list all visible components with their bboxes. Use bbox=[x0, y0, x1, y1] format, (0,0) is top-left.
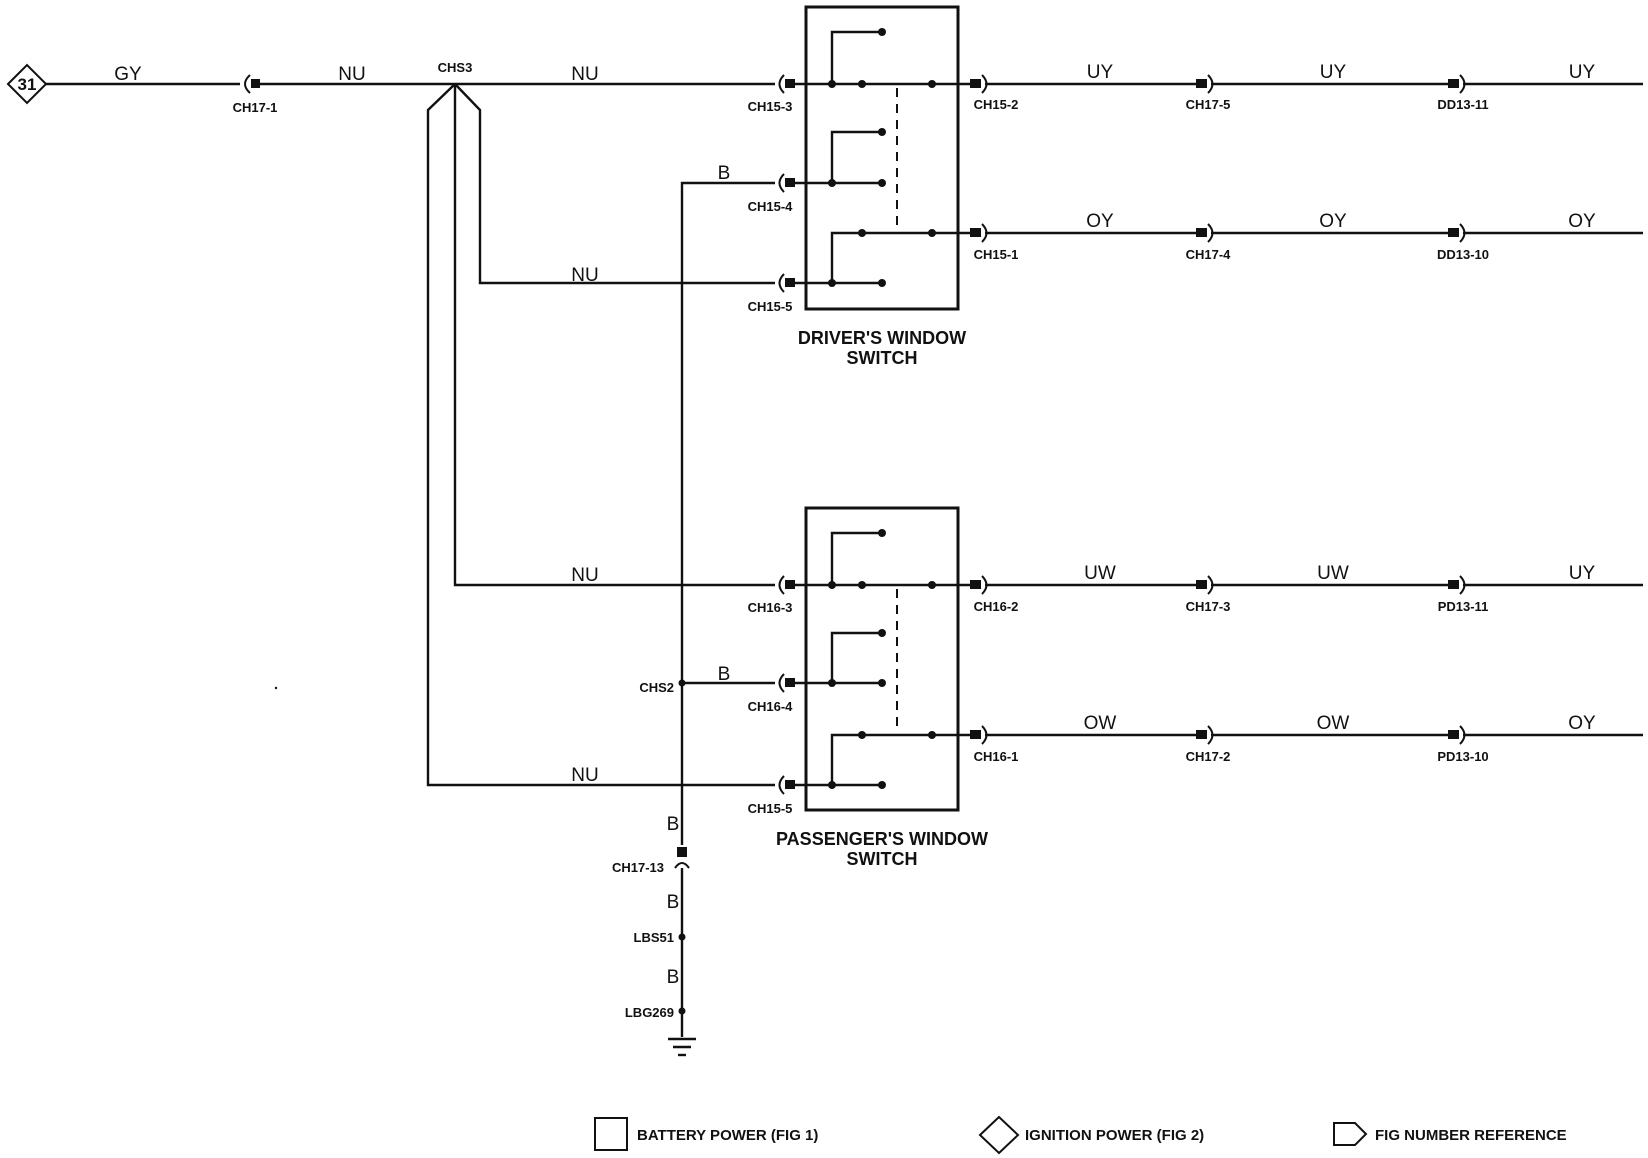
connector-label: CH16-1 bbox=[974, 749, 1019, 764]
connector-label: CH15-2 bbox=[974, 97, 1019, 112]
connector-label: CH17-1 bbox=[233, 100, 278, 115]
driver-output-wires bbox=[970, 74, 1643, 243]
connector-label: CH16-3 bbox=[748, 600, 793, 615]
connector-label: CH16-4 bbox=[748, 699, 794, 714]
connector-label: CH15-4 bbox=[748, 199, 794, 214]
wire-label-uy: UY bbox=[1569, 62, 1596, 83]
wire-label-uy: UY bbox=[1087, 62, 1114, 83]
passengers-window-switch bbox=[778, 506, 970, 812]
connector-label: CH15-1 bbox=[974, 247, 1019, 262]
legend-fig-ref: FIG NUMBER REFERENCE bbox=[1333, 1122, 1567, 1146]
legend-fig-ref-label: FIG NUMBER REFERENCE bbox=[1375, 1127, 1567, 1144]
wire-label-oy: OY bbox=[1568, 211, 1596, 232]
wire-label-oy: OY bbox=[1319, 211, 1347, 232]
connector-label: PD13-10 bbox=[1437, 749, 1488, 764]
connector-label: DD13-11 bbox=[1437, 97, 1488, 112]
main-trunk bbox=[46, 74, 775, 94]
connector-label: CH17-4 bbox=[1186, 247, 1232, 262]
legend: BATTERY POWER (FIG 1) IGNITION POWER (FI… bbox=[594, 1115, 1567, 1155]
splice-label: LBS51 bbox=[634, 930, 674, 945]
wire-label-oy: OY bbox=[1086, 211, 1114, 232]
wire-label-nu: NU bbox=[338, 64, 365, 85]
legend-battery: BATTERY POWER (FIG 1) bbox=[594, 1117, 818, 1151]
wire-label-b: B bbox=[667, 967, 680, 988]
switch-title-line1: PASSENGER'S WINDOW bbox=[776, 829, 988, 849]
ignition-fig-reference: 31 bbox=[6, 63, 48, 105]
switch-title-line2: SWITCH bbox=[847, 348, 918, 368]
wire-label-uy: UY bbox=[1320, 62, 1347, 83]
switch-title-line1: DRIVER'S WINDOW bbox=[798, 328, 966, 348]
connector-label: CH17-13 bbox=[612, 860, 664, 875]
passenger-output-wires bbox=[970, 575, 1643, 745]
fig-reference-arrow-icon bbox=[1333, 1122, 1368, 1146]
ground-wire bbox=[674, 181, 775, 1037]
legend-battery-label: BATTERY POWER (FIG 1) bbox=[637, 1127, 818, 1144]
splice-label-chs2: CHS2 bbox=[639, 680, 674, 695]
wire-label-nu: NU bbox=[571, 765, 598, 786]
splice-chs3-branches bbox=[426, 83, 775, 787]
wire-label-nu: NU bbox=[571, 64, 598, 85]
splice-label-chs3: CHS3 bbox=[438, 60, 473, 75]
wire-label-nu: NU bbox=[571, 565, 598, 586]
connector-label: CH17-3 bbox=[1186, 599, 1231, 614]
connector-label: CH16-2 bbox=[974, 599, 1019, 614]
battery-power-square-icon bbox=[594, 1117, 628, 1151]
wire-label-ow: OW bbox=[1317, 713, 1350, 734]
legend-ignition-label: IGNITION POWER (FIG 2) bbox=[1025, 1127, 1204, 1144]
fig-reference-number: 31 bbox=[18, 75, 37, 94]
wire-label-b: B bbox=[718, 163, 731, 184]
connector-label: CH17-5 bbox=[1186, 97, 1231, 112]
ignition-power-diamond-icon bbox=[978, 1115, 1020, 1155]
wire-label-b: B bbox=[718, 664, 731, 685]
wire-label-b: B bbox=[667, 892, 680, 913]
wire-label-uw: UW bbox=[1317, 563, 1349, 584]
connector-label: CH15-3 bbox=[748, 99, 793, 114]
wire-label-b: B bbox=[667, 814, 680, 835]
connector-label: PD13-11 bbox=[1438, 599, 1489, 614]
ground-label: LBG269 bbox=[625, 1005, 674, 1020]
wire-label-ow: OW bbox=[1084, 713, 1117, 734]
connector-label: CH15-5 bbox=[748, 801, 793, 816]
ground-symbol bbox=[668, 1037, 696, 1057]
wire-label-oy: OY bbox=[1568, 713, 1596, 734]
wire-label-nu: NU bbox=[571, 265, 598, 286]
legend-ignition: IGNITION POWER (FIG 2) bbox=[978, 1115, 1204, 1155]
wire-label-uy: UY bbox=[1569, 563, 1596, 584]
switch-title-line2: SWITCH bbox=[847, 849, 918, 869]
wire-label-gy: GY bbox=[114, 64, 142, 85]
connector-label: CH17-2 bbox=[1186, 749, 1231, 764]
drivers-window-switch bbox=[778, 5, 970, 311]
wire-label-uw: UW bbox=[1084, 563, 1116, 584]
connector-label: CH15-5 bbox=[748, 299, 793, 314]
scan-speck bbox=[274, 686, 278, 690]
connector-label: DD13-10 bbox=[1437, 247, 1489, 262]
